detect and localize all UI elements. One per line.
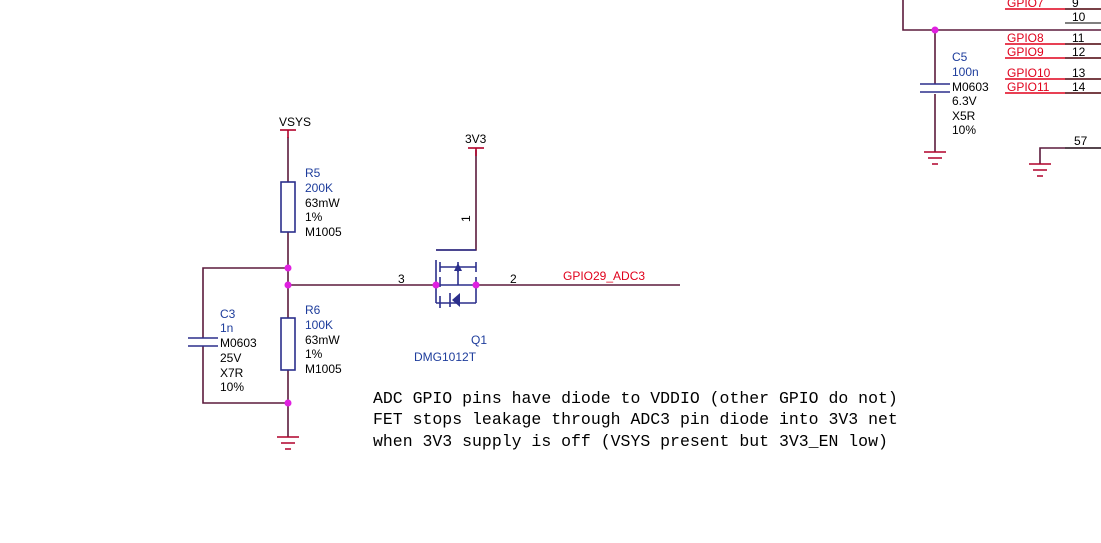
- r6-package: M1005: [305, 362, 342, 376]
- c5-value: 100n: [952, 65, 979, 79]
- gnd-symbol-r6: [277, 436, 299, 450]
- note-line-1: ADC GPIO pins have diode to VDDIO (other…: [373, 389, 898, 408]
- wire-c3-top: [202, 267, 288, 338]
- q1-part: DMG1012T: [414, 350, 477, 364]
- c3-tolerance: 10%: [220, 380, 244, 394]
- r5-tolerance: 1%: [305, 210, 323, 224]
- c5-package: M0603: [952, 80, 989, 94]
- junction-c3-top: [284, 264, 292, 272]
- vsys-power-symbol: [280, 129, 296, 138]
- wire-gnd-57: [1039, 147, 1101, 164]
- junction-c5: [931, 26, 939, 34]
- r5-value: 200K: [305, 181, 333, 195]
- q1-channel-arrow: [454, 263, 462, 271]
- q1-pin-gate: 3: [398, 272, 405, 286]
- connector-pin-num-lines: [1065, 8, 1101, 149]
- junction-q1-gate: [432, 281, 440, 289]
- c3-ref: C3: [220, 307, 236, 321]
- gpio29-net-label: GPIO29_ADC3: [563, 269, 645, 283]
- c3-capacitor-symbol: [188, 337, 218, 347]
- r5-ref: R5: [305, 166, 321, 180]
- r5-resistor-body: [280, 181, 296, 233]
- c3-package: M0603: [220, 336, 257, 350]
- connector-pin-14: 14: [1072, 80, 1086, 94]
- connector-net-gpio9: GPIO9: [1007, 45, 1044, 59]
- connector-pin-13: 13: [1072, 66, 1086, 80]
- r6-tolerance: 1%: [305, 347, 323, 361]
- connector-pin-57: 57: [1074, 134, 1088, 148]
- connector-net-gpio8: GPIO8: [1007, 31, 1044, 45]
- junction-q1-source: [472, 281, 480, 289]
- q1-pin-source: 2: [510, 272, 517, 286]
- c3-value: 1n: [220, 321, 233, 335]
- connector-pin-10: 10: [1072, 10, 1086, 24]
- r6-resistor-body: [280, 317, 296, 371]
- q1-ref: Q1: [471, 333, 487, 347]
- connector-pin-9: 9: [1072, 0, 1079, 10]
- r6-power: 63mW: [305, 333, 340, 347]
- q1-body-diode: [452, 293, 460, 307]
- junction-c3-bottom: [284, 399, 292, 407]
- c5-ref: C5: [952, 50, 968, 64]
- r6-value: 100K: [305, 318, 333, 332]
- vsys-label: VSYS: [279, 115, 311, 129]
- r5-power: 63mW: [305, 196, 340, 210]
- gnd-symbol-c5: [924, 151, 946, 165]
- connector-net-gpio10: GPIO10: [1007, 66, 1051, 80]
- junction-gate-node: [284, 281, 292, 289]
- note-line-2: FET stops leakage through ADC3 pin diode…: [373, 410, 898, 429]
- wire-c3-bottom: [202, 346, 288, 404]
- q1-pin-drain: 1: [459, 215, 473, 222]
- r5-package: M1005: [305, 225, 342, 239]
- wire-top-right: [902, 0, 1101, 31]
- connector-net-gpio7: GPIO7: [1007, 0, 1044, 10]
- c5-tolerance: 10%: [952, 123, 976, 137]
- c5-voltage: 6.3V: [952, 94, 977, 108]
- connector-pin-12: 12: [1072, 45, 1086, 59]
- note-line-3: when 3V3 supply is off (VSYS present but…: [373, 432, 888, 451]
- junctions: [284, 26, 939, 407]
- c3-voltage: 25V: [220, 351, 241, 365]
- 3v3-label: 3V3: [465, 132, 487, 146]
- c3-dielectric: X7R: [220, 366, 244, 380]
- 3v3-power-symbol: [468, 147, 484, 156]
- gnd-symbol-57: [1029, 163, 1051, 177]
- c5-capacitor-symbol: [920, 83, 950, 93]
- connector-pin-11: 11: [1072, 31, 1085, 45]
- r6-ref: R6: [305, 303, 321, 317]
- wire-3v3-drain: [436, 150, 477, 251]
- connector-net-gpio11: GPIO11: [1007, 80, 1050, 94]
- c5-dielectric: X5R: [952, 109, 976, 123]
